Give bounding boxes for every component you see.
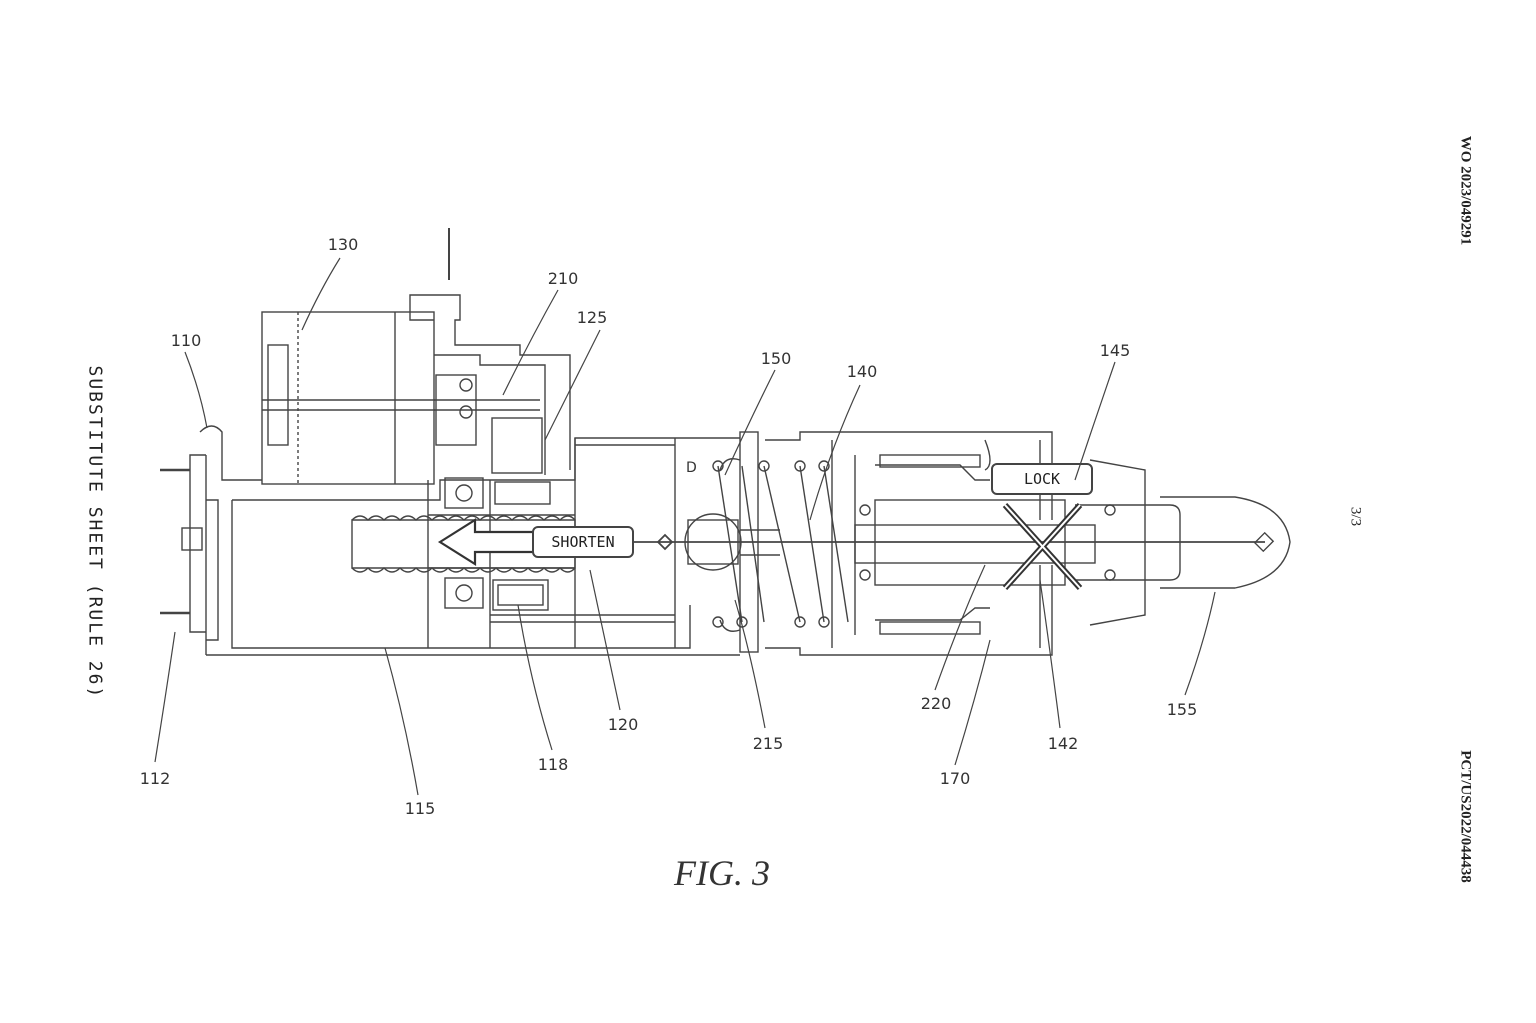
- ref-120: 120: [608, 715, 639, 734]
- end-mount: [160, 425, 262, 641]
- ref-150: 150: [761, 349, 792, 368]
- shorten-arrow: [437, 518, 537, 566]
- ref-125: 125: [577, 308, 608, 327]
- bearing-upper: [444, 477, 551, 509]
- ref-215: 215: [753, 734, 784, 753]
- lock-cylinder: [854, 454, 1146, 635]
- lock-label-box: [991, 463, 1093, 495]
- ref-145: 145: [1100, 341, 1131, 360]
- ref-115: 115: [405, 799, 436, 818]
- ref-140: 140: [847, 362, 878, 381]
- figure-caption: FIG. 3: [673, 853, 770, 893]
- callout-d: D: [686, 460, 697, 476]
- shorten-label-box: [532, 526, 634, 558]
- ref-118: 118: [538, 755, 569, 774]
- bearing-lower-118: [444, 577, 549, 611]
- ref-142: 142: [1048, 734, 1079, 753]
- leader-lines: [154, 257, 1216, 796]
- ref-220: 220: [921, 694, 952, 713]
- callout-lock: LOCK: [1024, 470, 1060, 488]
- spring: [712, 431, 849, 653]
- ref-210: 210: [548, 269, 579, 288]
- motor-housing: [261, 294, 571, 485]
- eye-end: [1075, 496, 1291, 589]
- ref-110: 110: [171, 331, 202, 350]
- ref-170: 170: [940, 769, 971, 788]
- ref-130: 130: [328, 235, 359, 254]
- ref-112: 112: [140, 769, 171, 788]
- ball-joint: [656, 513, 780, 571]
- callout-shorten: SHORTEN: [551, 533, 614, 551]
- lead-screw: [351, 515, 576, 573]
- ref-155: 155: [1167, 700, 1198, 719]
